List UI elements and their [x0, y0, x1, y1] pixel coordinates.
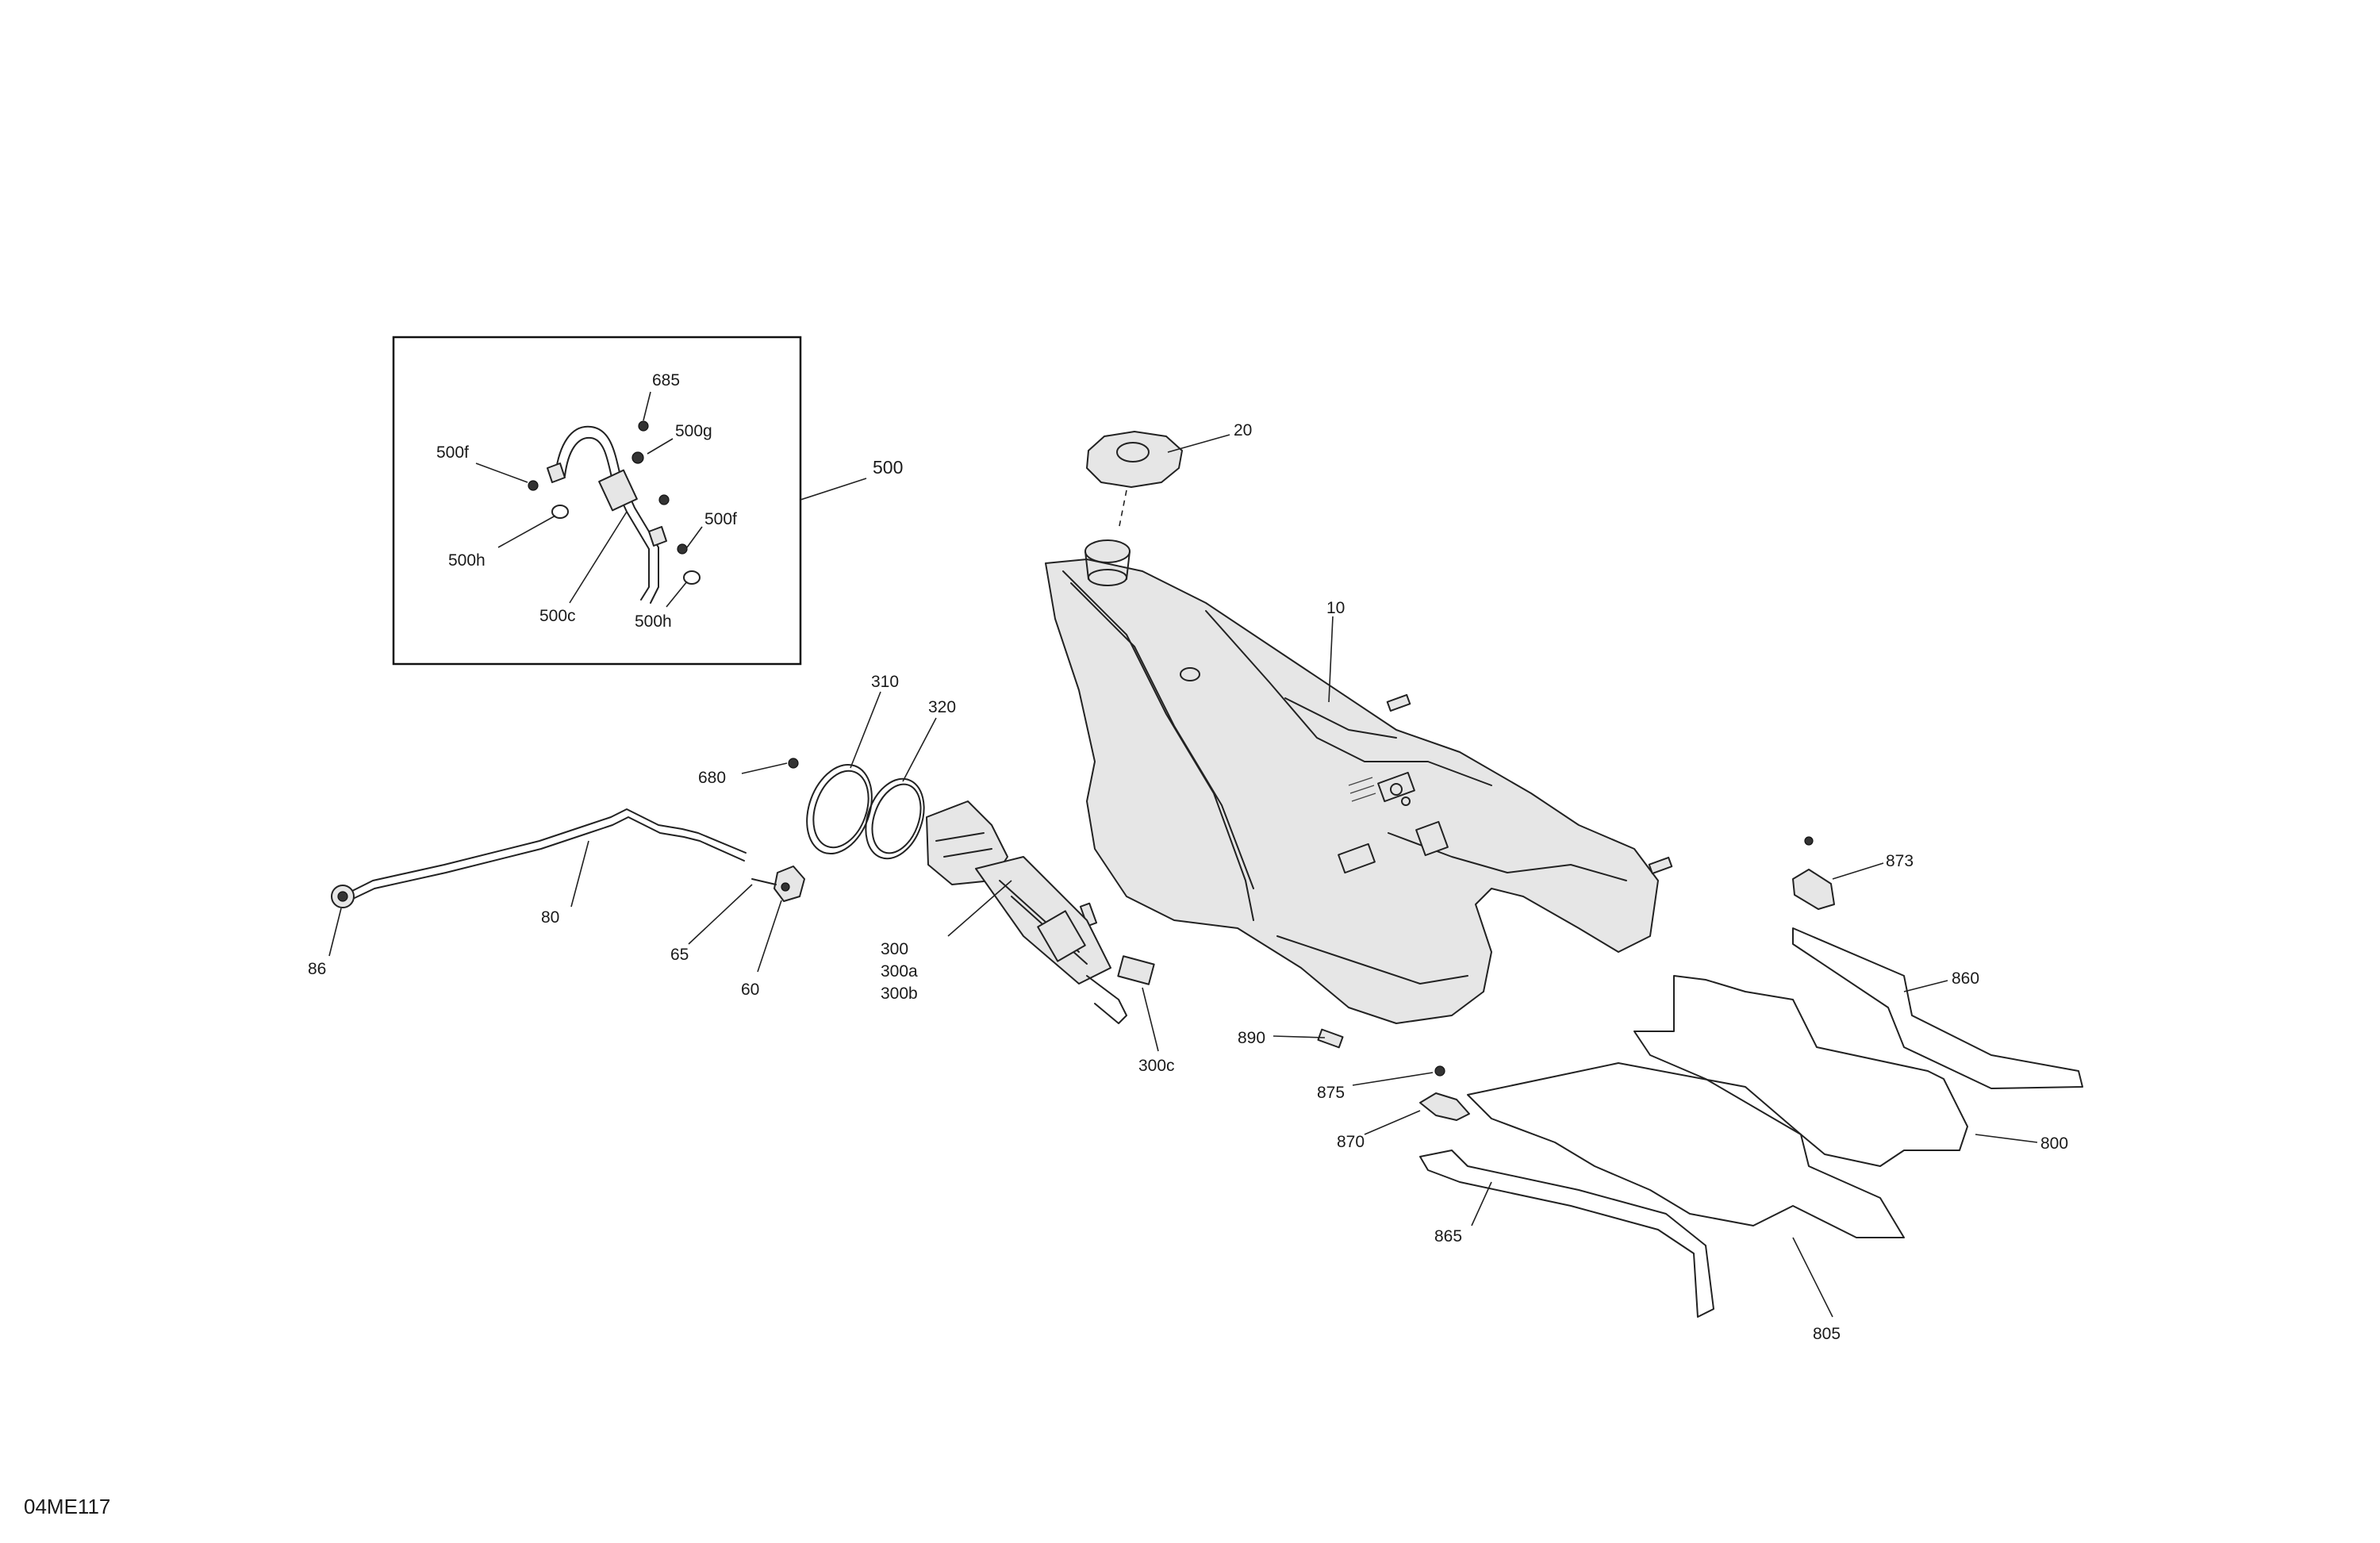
fuel-pump-module	[926, 800, 1159, 1052]
vent-tube-assembly	[328, 808, 805, 973]
callout-310: 310	[871, 673, 899, 691]
callout-86: 86	[308, 960, 326, 978]
callout-labels: 500 685 500f 500g 500f 500h 500c 500h 20…	[308, 371, 2068, 1343]
callout-20: 20	[1234, 421, 1252, 439]
callout-500c: 500c	[539, 607, 576, 625]
fuel-cap	[1086, 431, 1230, 531]
callout-300a: 300a	[881, 962, 918, 981]
callout-65: 65	[670, 946, 689, 964]
callout-870: 870	[1337, 1133, 1365, 1151]
brackets-and-shields	[1273, 836, 2083, 1318]
lock-ring-and-seal	[741, 691, 937, 860]
callout-500f-a: 500f	[436, 443, 469, 462]
callout-300c: 300c	[1138, 1057, 1175, 1075]
fuel-tank	[1045, 539, 1673, 1024]
inset-vent-assembly	[392, 336, 867, 666]
callout-500: 500	[873, 457, 903, 478]
callout-300: 300	[881, 940, 908, 958]
callout-300b: 300b	[881, 985, 918, 1003]
callout-875: 875	[1317, 1084, 1345, 1102]
callout-805: 805	[1813, 1325, 1841, 1343]
callout-500h-b: 500h	[635, 612, 672, 631]
callout-865: 865	[1434, 1227, 1462, 1246]
callout-873: 873	[1886, 852, 1914, 870]
callout-860: 860	[1952, 969, 1979, 988]
callout-10: 10	[1326, 599, 1345, 617]
callout-500f-b: 500f	[704, 510, 737, 528]
callout-890: 890	[1238, 1029, 1265, 1047]
callout-500g: 500g	[675, 422, 712, 440]
callout-60: 60	[741, 981, 759, 999]
callout-680: 680	[698, 769, 726, 787]
callout-500h-a: 500h	[448, 551, 486, 570]
callout-320: 320	[928, 698, 956, 716]
diagram-code: 04ME117	[24, 1495, 110, 1518]
callout-685: 685	[652, 371, 680, 390]
callout-80: 80	[541, 908, 559, 927]
callout-800: 800	[2040, 1134, 2068, 1153]
